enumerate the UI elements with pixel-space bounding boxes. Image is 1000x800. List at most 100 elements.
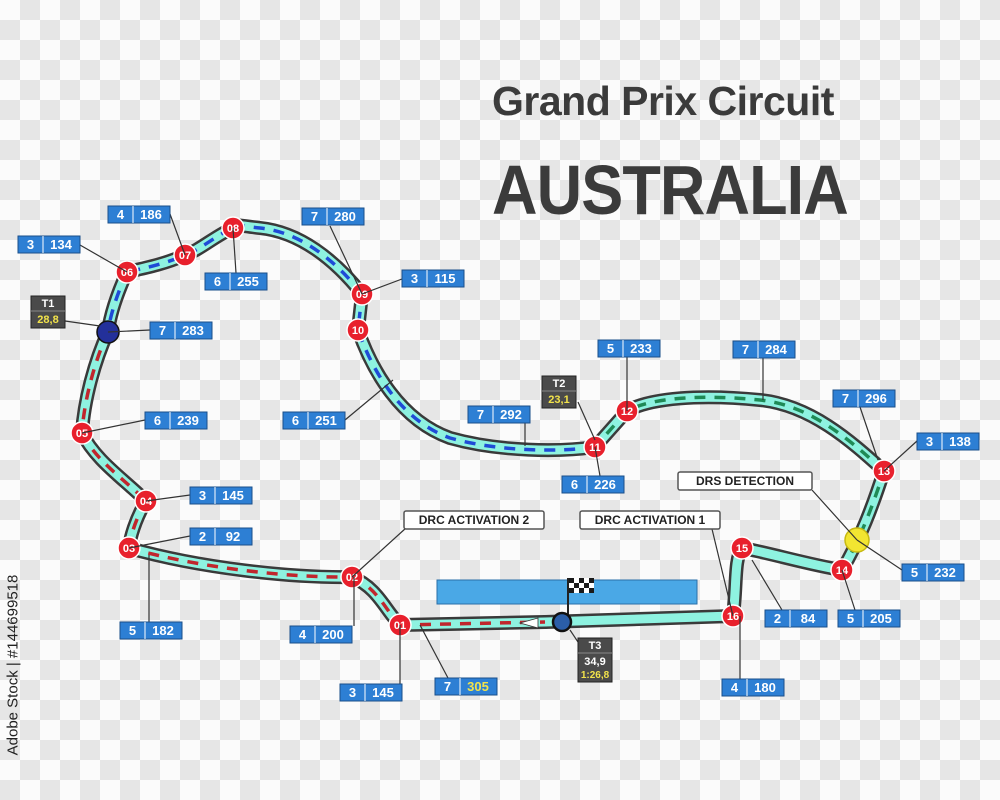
- speed-leader-line-5: [361, 278, 403, 295]
- speed-value: 251: [315, 413, 337, 428]
- gear-value: 5: [129, 623, 136, 638]
- speed-box-bg: [144, 411, 208, 430]
- speed-value: 145: [372, 685, 394, 700]
- speed-leader-line-8: [344, 379, 394, 421]
- sector-label: T2: [553, 378, 566, 390]
- gear-value: 3: [27, 237, 34, 252]
- speed-value: 205: [870, 611, 892, 626]
- track-dash-7: [126, 223, 364, 296]
- speed-box-bg: [764, 609, 828, 628]
- callout-bg: [677, 471, 813, 491]
- turn-marker-circle: [730, 536, 754, 560]
- gear-value: 5: [847, 611, 854, 626]
- flag-square: [584, 588, 589, 593]
- speed-value: 182: [152, 623, 174, 638]
- callout-bg: [403, 510, 545, 530]
- gear-value: 5: [911, 565, 918, 580]
- sector-label: T3: [589, 640, 602, 652]
- callout-bg: [579, 510, 721, 530]
- track-outline-6: [351, 287, 602, 458]
- track-dash-5: [593, 395, 886, 473]
- speed-leader-line-3: [232, 227, 237, 274]
- drc-activation-2-callout: DRC ACTIVATION 2: [403, 510, 545, 530]
- country-name: AUSTRALIA: [492, 151, 849, 229]
- turn-number: 09: [356, 289, 368, 301]
- sector-box-t2: T2 23,1: [541, 375, 577, 409]
- speed-leader-line-24: [856, 539, 903, 571]
- speed-value: 305: [467, 679, 489, 694]
- speed-value: 180: [754, 680, 776, 695]
- flag-square: [589, 583, 594, 588]
- speed-box-bg: [721, 678, 785, 697]
- flag-square: [589, 588, 594, 593]
- gear-value: 7: [311, 209, 318, 224]
- speed-box-bg: [204, 272, 268, 291]
- gear-value: 3: [349, 685, 356, 700]
- speed-box-24: 5 232: [901, 563, 965, 582]
- gear-value: 2: [199, 529, 206, 544]
- flag-square: [579, 578, 584, 583]
- speed-leader-line-14: [594, 446, 601, 477]
- speed-value: 134: [50, 237, 72, 252]
- gear-value: 7: [444, 679, 451, 694]
- turn-number: 12: [621, 406, 633, 418]
- gear-value: 4: [299, 627, 307, 642]
- track-surface-3: [728, 543, 847, 621]
- activation-2-leader: [351, 527, 407, 578]
- stock-watermark: Adobe Stock | #144699518: [2, 565, 24, 765]
- flag-square: [574, 578, 579, 583]
- turn-number: 06: [121, 267, 133, 279]
- stock-watermark-text: Adobe Stock | #144699518: [4, 574, 22, 756]
- speed-box-bg: [289, 625, 353, 644]
- speed-leader-line-15: [145, 494, 191, 502]
- gear-value: 7: [477, 407, 484, 422]
- gear-value: 3: [926, 434, 933, 449]
- speed-value: 145: [222, 488, 244, 503]
- sector-box-bg: [30, 295, 66, 329]
- speed-value: 255: [237, 274, 259, 289]
- speed-value: 296: [865, 391, 887, 406]
- speed-box-bg: [17, 235, 81, 254]
- sector-time: 23,1: [548, 394, 569, 406]
- start-arrow-icon: [518, 617, 539, 629]
- speed-leader-line-6: [107, 329, 151, 333]
- speed-value: 232: [934, 565, 956, 580]
- speed-value: 115: [435, 271, 456, 286]
- gear-value: 2: [774, 611, 781, 626]
- speed-value: 186: [140, 207, 162, 222]
- callout-text: DRS DETECTION: [696, 474, 794, 488]
- track-dash-12: [128, 546, 353, 579]
- flag-square: [584, 578, 589, 583]
- speed-box-23: 5 205: [837, 609, 901, 628]
- speed-value: 284: [765, 342, 787, 357]
- turn-marker-15: 15: [730, 536, 754, 560]
- speed-box-1: 3 134: [17, 235, 81, 254]
- speed-box-bg: [837, 609, 901, 628]
- speed-value: 226: [594, 477, 616, 492]
- sector-leader-line-2: [577, 401, 596, 441]
- turn-number: 05: [76, 428, 88, 440]
- speed-leader-line-1: [79, 244, 128, 273]
- speed-box-bg: [189, 486, 253, 505]
- gear-value: 3: [199, 488, 206, 503]
- speed-leader-line-13: [883, 440, 918, 472]
- flag-square: [569, 583, 574, 588]
- track-surface-2: [540, 611, 738, 627]
- flag-square: [589, 578, 594, 583]
- speed-leader-line-22: [751, 559, 783, 611]
- gear-value: 4: [731, 680, 739, 695]
- speed-box-bg: [189, 527, 253, 546]
- turn-marker-04: 04: [134, 489, 158, 513]
- callout-text: DRC ACTIVATION 1: [595, 513, 706, 527]
- start-finish-marker: [551, 611, 573, 633]
